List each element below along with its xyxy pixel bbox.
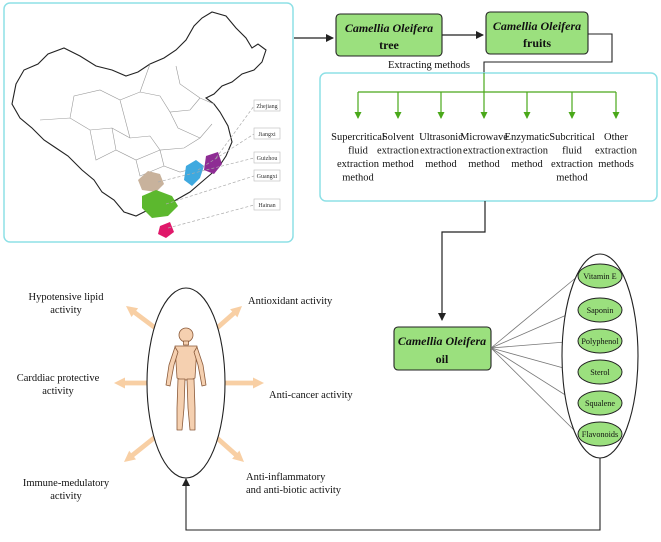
province-legend: Zhejiang Jiangxi Guizhou Guangxi Hainan bbox=[253, 99, 281, 211]
body-container bbox=[146, 287, 226, 479]
region-zhejiang bbox=[204, 152, 222, 174]
fruits-box: Camellia Oleifera fruits bbox=[485, 11, 589, 55]
component-link bbox=[490, 309, 579, 349]
tree-box-line1: Camellia Oleifera bbox=[345, 21, 433, 35]
benefit-arrow-anti-cancer-activity bbox=[222, 377, 264, 389]
component-pill-flavonoids bbox=[577, 421, 623, 447]
region-guangxi bbox=[142, 190, 178, 218]
region-guizhou bbox=[138, 171, 164, 192]
methods-frame bbox=[319, 72, 658, 202]
method-arrows bbox=[354, 92, 620, 119]
oil-box: Camellia Oleifera oil bbox=[393, 326, 492, 371]
map-leaders bbox=[157, 105, 255, 229]
component-pill-sterol bbox=[577, 359, 623, 385]
benefit-label-antioxidant-activity: Antioxidant activity bbox=[248, 296, 333, 307]
label-jiangxi: Jiangxi bbox=[258, 132, 276, 138]
component-pill-polyphenol bbox=[577, 328, 623, 354]
label-hainan: Hainan bbox=[258, 203, 275, 209]
province-borders bbox=[39, 63, 215, 177]
map-panel: Zhejiang Jiangxi Guizhou Guangxi Hainan bbox=[3, 2, 294, 243]
benefit-label-anti-cancer-activity: Anti-cancer activity bbox=[269, 390, 353, 401]
fruits-box-line2: fruits bbox=[523, 36, 551, 50]
oil-box-line1: Camellia Oleifera bbox=[398, 334, 486, 348]
tree-box: Camellia Oleifera tree bbox=[335, 13, 443, 57]
component-pill-saponin bbox=[577, 297, 623, 323]
extracting-methods-label: Extracting methods bbox=[388, 60, 470, 71]
component-pill-squalene bbox=[577, 390, 623, 416]
component-label-squalene: Squalene bbox=[585, 399, 615, 408]
component-link bbox=[490, 347, 579, 404]
label-guizhou: Guizhou bbox=[257, 156, 278, 162]
component-link bbox=[490, 275, 579, 349]
component-link bbox=[490, 347, 579, 435]
fruits-box-line1: Camellia Oleifera bbox=[493, 19, 581, 33]
region-hainan bbox=[158, 222, 174, 238]
components-group: Vitamin E SaponinPolyphenolSterolSqualene… bbox=[490, 253, 639, 459]
tree-box-line2: tree bbox=[379, 38, 399, 52]
component-label-saponin: Saponin bbox=[587, 306, 614, 315]
china-map bbox=[11, 11, 267, 238]
component-label-flavonoids: Flavonoids bbox=[582, 430, 618, 439]
component-pill-vitamin-e bbox=[577, 263, 623, 289]
arrow-oil-to-body bbox=[182, 458, 601, 531]
connector-fruits-to-methods bbox=[483, 33, 613, 73]
component-label-vitamin-e: Vitamin E bbox=[583, 272, 616, 281]
component-label-polyphenol: Polyphenol bbox=[581, 337, 619, 346]
oil-box-line2: oil bbox=[436, 352, 449, 366]
arrow-methods-to-oil bbox=[438, 201, 486, 321]
label-zhejiang: Zhejiang bbox=[256, 104, 277, 110]
label-guangxi: Guangxi bbox=[257, 174, 278, 180]
component-items: Vitamin E SaponinPolyphenolSterolSqualene… bbox=[577, 263, 623, 447]
benefit-arrow-carddiac-protective bbox=[114, 377, 152, 389]
human-figure-icon bbox=[165, 327, 207, 431]
component-label-sterol: Sterol bbox=[590, 368, 610, 377]
